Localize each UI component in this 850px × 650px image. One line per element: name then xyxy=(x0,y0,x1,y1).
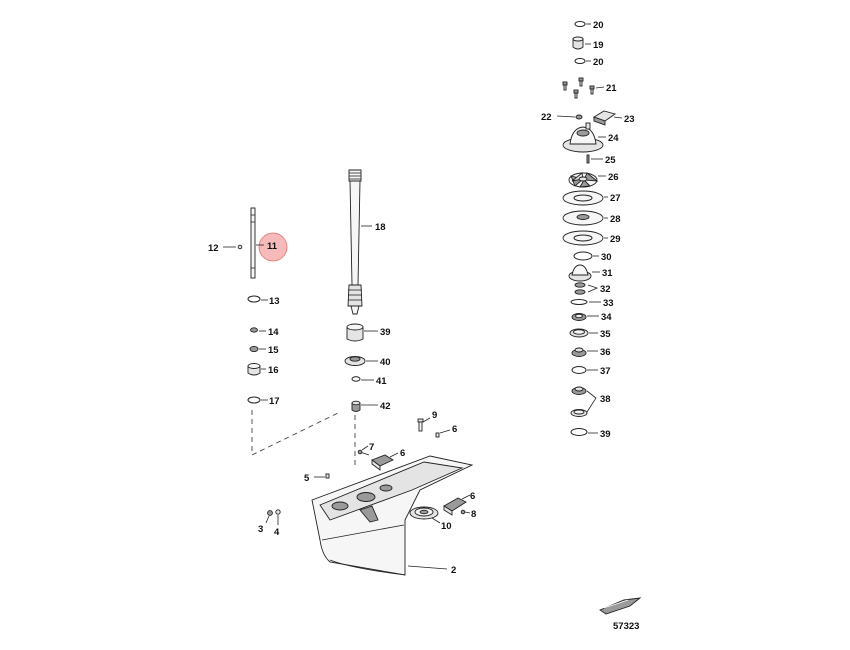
callout-22[interactable]: 22 xyxy=(541,112,552,123)
callout-36[interactable]: 36 xyxy=(600,347,611,358)
face-plate-part xyxy=(562,210,604,226)
washer-part xyxy=(250,327,258,333)
callout-38[interactable]: 38 xyxy=(600,394,611,405)
bearing-set-38-part xyxy=(570,386,588,417)
screw-7-part xyxy=(357,449,370,456)
callout-21[interactable]: 21 xyxy=(606,83,617,94)
drive-shaft-part xyxy=(347,169,363,315)
plug-5-part xyxy=(435,432,440,438)
callout-12[interactable]: 12 xyxy=(208,243,219,254)
callout-37[interactable]: 37 xyxy=(600,366,611,377)
manufacturer-logo xyxy=(599,597,642,615)
tapered-bearing-part xyxy=(571,347,587,357)
bearing-part xyxy=(344,356,366,366)
pump-base-part xyxy=(568,264,592,282)
o-ring-20-top-part xyxy=(574,21,586,27)
shim-part xyxy=(351,376,361,382)
bearing-sleeve-part xyxy=(346,323,364,342)
o-ring-37-part xyxy=(571,366,587,374)
callout-34[interactable]: 34 xyxy=(601,312,612,323)
callout-20-second[interactable]: 20 xyxy=(593,57,604,68)
seals-32-part xyxy=(574,282,586,295)
figure-number: 57323 xyxy=(613,621,639,632)
callout-28[interactable]: 28 xyxy=(610,214,621,225)
callout-9[interactable]: 9 xyxy=(432,410,437,421)
pump-housing-part xyxy=(562,122,604,153)
seal-34-part xyxy=(571,313,587,321)
grommet-part xyxy=(572,36,584,50)
callout-10[interactable]: 10 xyxy=(441,521,452,532)
gasket-27-part xyxy=(562,190,604,206)
screw-8-part xyxy=(460,509,466,515)
callout-19[interactable]: 19 xyxy=(593,40,604,51)
gasket-29-part xyxy=(562,230,604,246)
key-part xyxy=(586,154,590,164)
callout-15[interactable]: 15 xyxy=(268,345,279,356)
callout-24[interactable]: 24 xyxy=(608,133,619,144)
callout-32[interactable]: 32 xyxy=(600,284,611,295)
o-ring-20-second-part xyxy=(574,58,586,64)
callout-6[interactable]: 6 xyxy=(400,448,405,459)
alignment-dashed-left xyxy=(251,410,341,456)
callout-6-lower[interactable]: 6 xyxy=(470,491,475,502)
trim-tab-part xyxy=(409,506,439,520)
pump-seal-part xyxy=(592,110,617,126)
highlight-circle-11 xyxy=(258,232,288,262)
callout-13[interactable]: 13 xyxy=(269,296,280,307)
callout-7[interactable]: 7 xyxy=(369,442,374,453)
callout-11[interactable]: 11 xyxy=(267,241,278,252)
clip-part xyxy=(237,244,243,250)
callout-23[interactable]: 23 xyxy=(624,114,635,125)
callout-3[interactable]: 4 xyxy=(274,527,280,538)
insert-part xyxy=(575,114,583,120)
callout-5[interactable]: 6 xyxy=(452,424,457,435)
gear-housing-part xyxy=(311,455,474,576)
seal-part xyxy=(249,345,259,353)
callout-16[interactable]: 16 xyxy=(268,365,279,376)
callout-17[interactable]: 17 xyxy=(269,396,280,407)
washer-3-part xyxy=(275,509,281,515)
callout-1[interactable]: 2 xyxy=(451,565,456,576)
plug-4-part xyxy=(325,473,330,479)
screws-21-part xyxy=(562,77,595,99)
callout-26[interactable]: 26 xyxy=(608,172,619,183)
callout-20[interactable]: 20 xyxy=(593,20,604,31)
nut-2-part xyxy=(267,510,273,516)
shaft-bushing-part xyxy=(351,402,361,412)
callout-18[interactable]: 18 xyxy=(375,222,386,233)
callout-25[interactable]: 25 xyxy=(605,155,616,166)
o-ring-33-part xyxy=(570,299,588,305)
callout-8[interactable]: 8 xyxy=(471,509,476,520)
o-ring-39-part xyxy=(570,428,588,436)
callout-2[interactable]: 3 xyxy=(258,524,263,535)
o-ring-part xyxy=(247,295,261,303)
o-ring-lower-part xyxy=(247,396,261,404)
impeller-part xyxy=(568,172,599,188)
callout-39[interactable]: 39 xyxy=(600,429,611,440)
callout-14[interactable]: 14 xyxy=(268,327,279,338)
callout-33[interactable]: 33 xyxy=(603,298,614,309)
callout-35[interactable]: 35 xyxy=(600,329,611,340)
shift-shaft-part xyxy=(250,207,256,279)
screw-9-part xyxy=(417,418,424,432)
callout-31[interactable]: 31 xyxy=(602,268,613,279)
callout-29[interactable]: 29 xyxy=(610,234,621,245)
callout-43[interactable]: 42 xyxy=(380,401,391,412)
o-ring-30-part xyxy=(573,251,593,261)
callout-30[interactable]: 30 xyxy=(601,252,612,263)
callout-42[interactable]: 41 xyxy=(376,376,387,387)
callout-40[interactable]: 39 xyxy=(380,327,391,338)
callout-41[interactable]: 40 xyxy=(380,357,391,368)
callout-27[interactable]: 27 xyxy=(610,193,621,204)
bearing-cup-part xyxy=(569,328,589,338)
callout-4[interactable]: 5 xyxy=(304,473,310,484)
